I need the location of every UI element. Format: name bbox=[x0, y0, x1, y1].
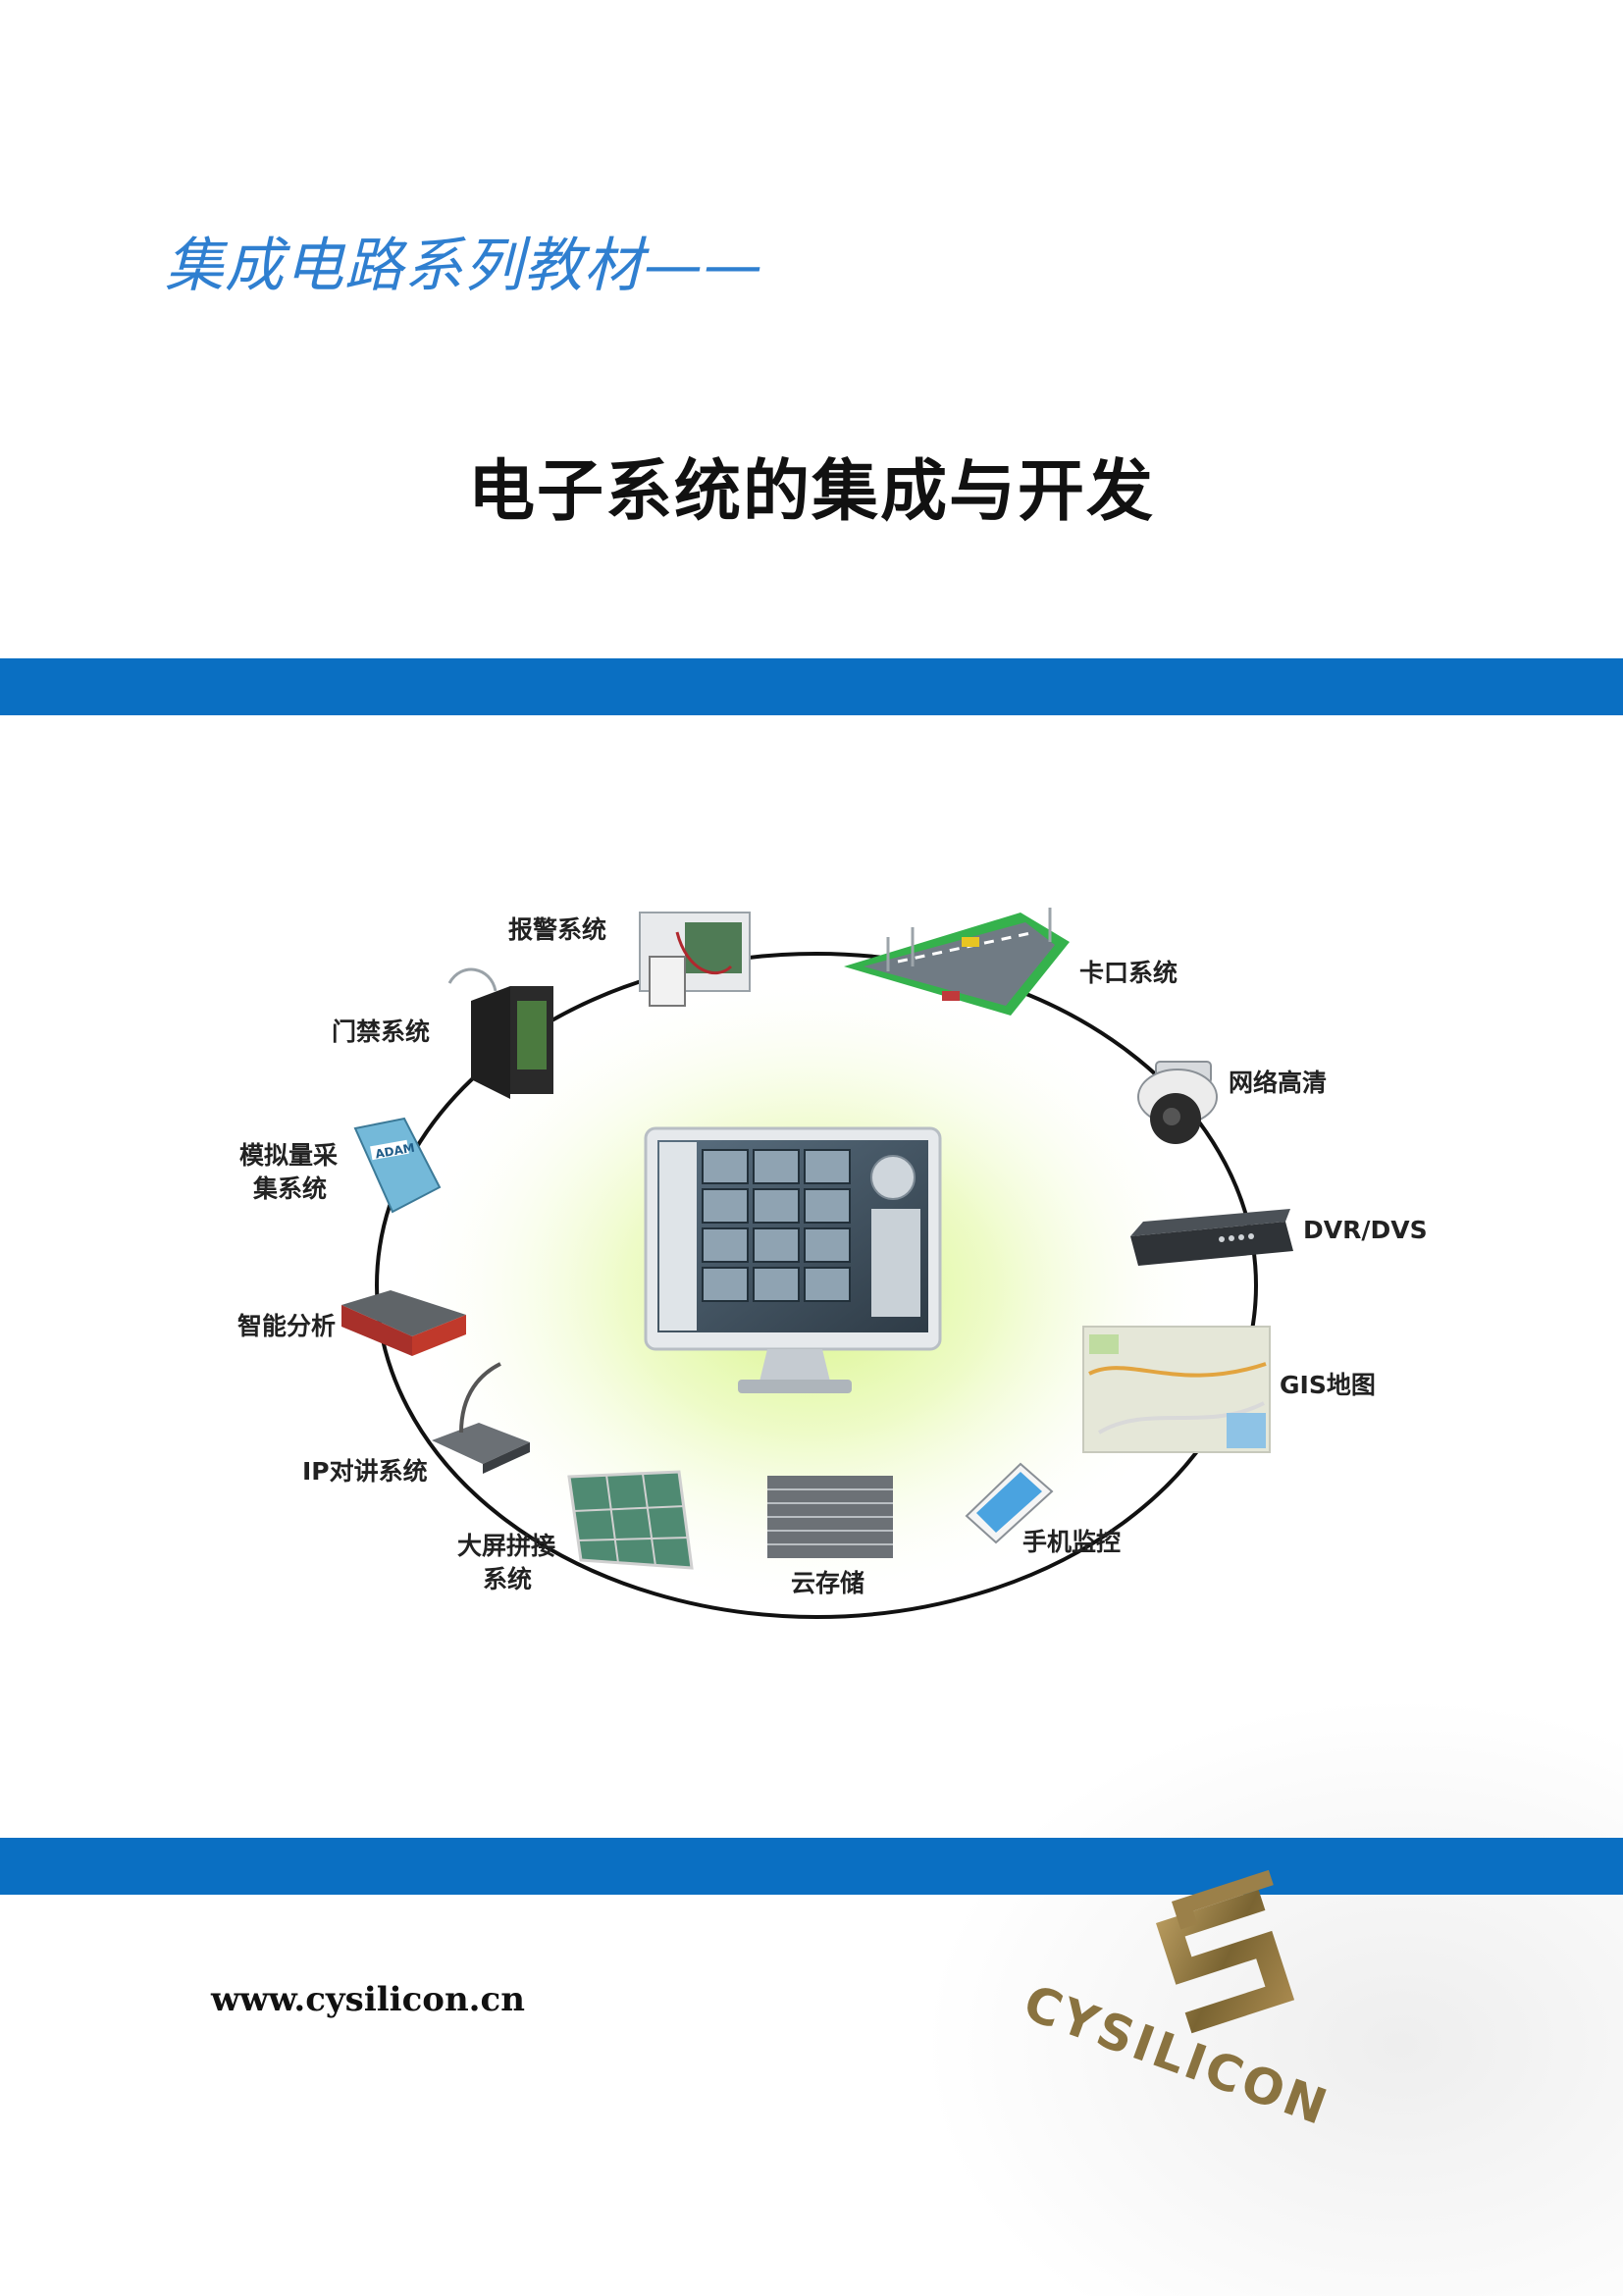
dome-camera-icon bbox=[1137, 1061, 1218, 1144]
label-analog-acquisition-2: 集系统 bbox=[252, 1174, 327, 1203]
system-ring bbox=[375, 952, 1258, 1619]
smartphone-icon bbox=[965, 1462, 1054, 1544]
access-control-icon bbox=[447, 967, 553, 1099]
label-mobile-monitoring: 手机监控 bbox=[1022, 1528, 1121, 1556]
checkpoint-road-icon bbox=[844, 908, 1070, 1016]
website-url[interactable]: www.cysilicon.cn bbox=[211, 1980, 525, 2019]
label-ip-intercom: IP对讲系统 bbox=[302, 1457, 428, 1486]
label-gis-map: GIS地图 bbox=[1280, 1371, 1376, 1399]
label-smart-analysis: 智能分析 bbox=[237, 1312, 336, 1340]
background-fade bbox=[883, 1668, 1623, 2296]
top-blue-band bbox=[0, 658, 1623, 715]
label-video-wall-2: 系统 bbox=[483, 1565, 532, 1593]
alarm-panel-icon bbox=[639, 912, 751, 1007]
label-alarm-system: 报警系统 bbox=[508, 915, 606, 944]
monitor-icon bbox=[644, 1126, 942, 1393]
label-dvr-dvs: DVR/DVS bbox=[1303, 1216, 1428, 1244]
video-wall-icon bbox=[567, 1470, 694, 1570]
bottom-blue-band bbox=[0, 1838, 1623, 1895]
gis-map-icon bbox=[1082, 1326, 1271, 1453]
adam-module-icon: ADAM bbox=[353, 1117, 442, 1214]
label-cloud-storage: 云存储 bbox=[791, 1569, 864, 1597]
series-title: 集成电路系列教材—— bbox=[165, 232, 763, 300]
label-checkpoint-system: 卡口系统 bbox=[1079, 959, 1178, 987]
label-analog-acquisition-1: 模拟量采 bbox=[239, 1141, 338, 1170]
label-hd-network: 网络高清 bbox=[1229, 1069, 1327, 1097]
intercom-icon bbox=[432, 1362, 530, 1474]
adam-badge: ADAM bbox=[374, 1141, 415, 1162]
storage-server-icon bbox=[767, 1476, 893, 1558]
dvr-icon bbox=[1130, 1209, 1293, 1266]
main-title: 电子系统的集成与开发 bbox=[467, 452, 1155, 531]
smart-analysis-icon bbox=[341, 1290, 466, 1356]
label-video-wall-1: 大屏拼接 bbox=[457, 1532, 555, 1560]
cysilicon-logo: CYSILICON bbox=[1017, 1869, 1336, 2137]
label-access-control: 门禁系统 bbox=[332, 1018, 430, 1046]
